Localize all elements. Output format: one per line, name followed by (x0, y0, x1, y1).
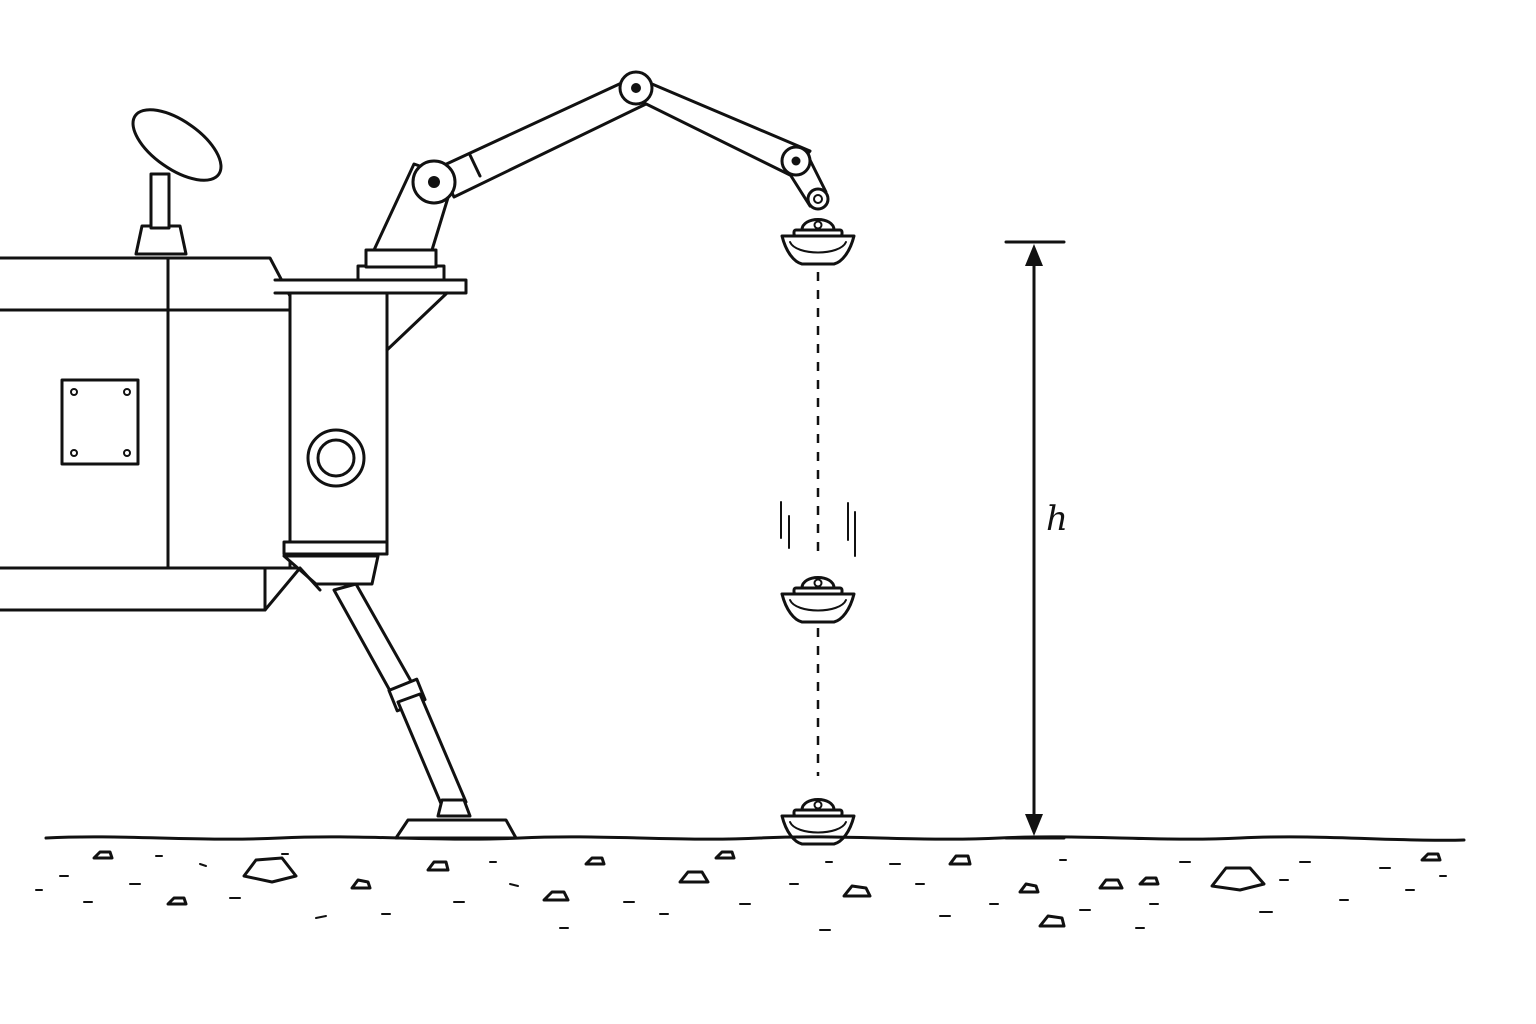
height-label: h (1046, 499, 1068, 539)
sample-container-falling (780, 576, 856, 624)
ground-surface (35, 835, 1466, 931)
porthole (306, 428, 366, 488)
antenna-dish (131, 108, 223, 256)
motion-lines (780, 501, 856, 557)
side-module (288, 290, 389, 546)
height-dimension: h (1004, 240, 1068, 840)
robotic-arm (356, 70, 830, 282)
landing-leg (332, 582, 518, 840)
rock (242, 856, 298, 884)
arrow-down-icon (1025, 814, 1043, 836)
lander-body (0, 256, 468, 612)
access-panel (60, 378, 140, 466)
arrow-up-icon (1025, 244, 1043, 266)
rock (1210, 866, 1266, 892)
sample-container-held (780, 218, 856, 266)
